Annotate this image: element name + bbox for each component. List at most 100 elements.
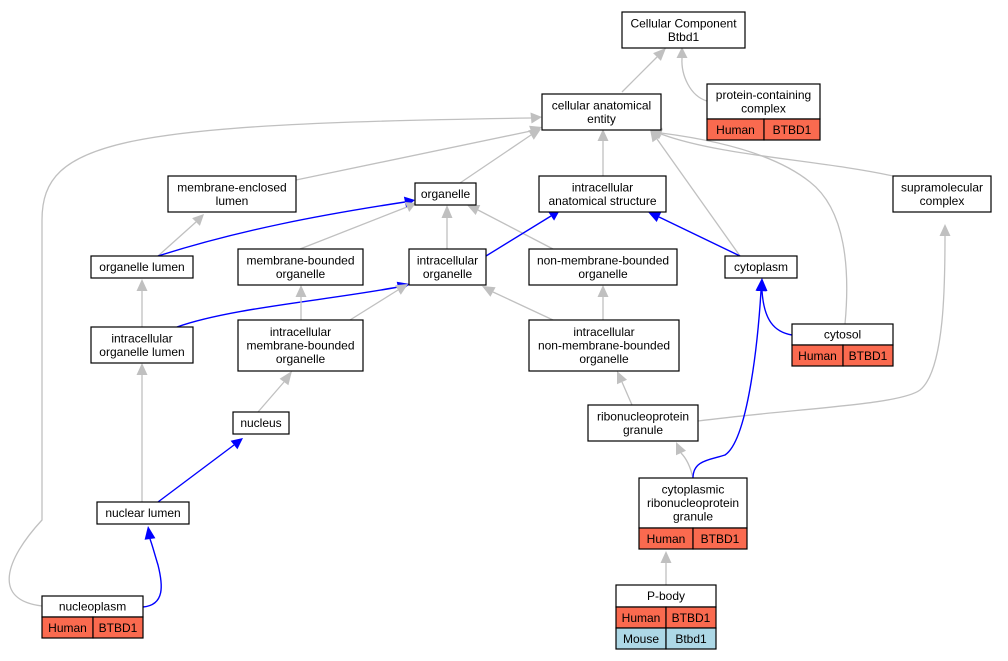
node-label-line: membrane-bounded [246, 339, 354, 353]
node-ol[interactable]: organelle lumen [90, 255, 194, 279]
node-cytoplasm[interactable]: cytoplasm [724, 255, 798, 279]
node-label-line: granule [623, 423, 663, 437]
edge-cae-to-root [621, 56, 658, 93]
arrowhead-nl-to-iol [136, 363, 148, 375]
node-label-line: intracellular [270, 325, 331, 339]
node-crnp[interactable]: cytoplasmicribonucleoproteingranuleHuman… [638, 477, 748, 550]
node-label-line: organelle [276, 352, 326, 366]
node-label-line: organelle [276, 267, 326, 281]
node-label-line: membrane-enclosed [177, 180, 286, 194]
arrowhead-nucleoplasm-to-nl [144, 526, 156, 540]
edge-rnp-to-smc [697, 235, 946, 422]
node-label-line: complex [741, 101, 786, 115]
species-label: Human [716, 123, 755, 137]
node-label-line: membrane-bounded [246, 253, 354, 267]
arrowhead-nucleus-to-imbo [279, 371, 292, 386]
edge-io-to-ias [485, 215, 552, 257]
edge-nl-to-nucleus [157, 444, 235, 503]
arrowheads-layer [136, 47, 951, 563]
edge-organelle-to-cae [459, 134, 532, 184]
edge-ol-to-mel [157, 221, 197, 257]
edge-nucleoplasm-to-cae [8, 117, 532, 607]
edge-nmbo-to-organelle [477, 209, 554, 250]
node-label-line: intracellular [572, 180, 633, 194]
arrowhead-inmbo-to-io [482, 286, 496, 297]
edge-rnp-to-inmbo [621, 381, 633, 406]
node-inmbo[interactable]: intracellularnon-membrane-boundedorganel… [528, 319, 680, 372]
node-box [167, 175, 297, 213]
edge-crnp-to-rnp [680, 452, 694, 479]
node-nucleus[interactable]: nucleus [232, 411, 290, 435]
node-box [541, 93, 662, 131]
node-label-line: Btbd1 [668, 30, 700, 44]
node-label-line: cellular anatomical [552, 98, 651, 112]
edge-cytoplasm-to-ias [658, 216, 741, 257]
edge-ol-to-organelle [157, 201, 406, 257]
node-organelle[interactable]: organelle [414, 182, 477, 206]
node-label-line: organelle lumen [99, 345, 184, 359]
node-label-line: organelle [421, 187, 471, 201]
arrowhead-cae-to-root [653, 48, 666, 61]
node-label-line: P-body [647, 589, 685, 603]
node-nl[interactable]: nuclear lumen [96, 501, 190, 525]
edges-layer [8, 56, 946, 608]
arrowhead-rnp-to-smc [939, 224, 951, 236]
edge-cytosol-to-cytoplasm [761, 290, 793, 336]
node-label-line: complex [920, 194, 965, 208]
node-box [414, 182, 477, 206]
gene-label: BTBD1 [99, 621, 138, 635]
node-label-line: intracellular [417, 253, 478, 267]
arrowhead-crnp-to-cytoplasm [755, 278, 767, 292]
arrowhead-ol-to-mel [192, 214, 204, 226]
arrowhead-organelle-to-cae [528, 129, 541, 140]
node-label-line: protein-containing [716, 88, 811, 102]
node-label-line: supramolecular [901, 180, 983, 194]
node-label-line: intracellular [111, 331, 172, 345]
node-box [232, 411, 290, 435]
gene-cell [842, 344, 894, 367]
node-label-line: nuclear lumen [105, 506, 180, 520]
gene-label: Btbd1 [675, 632, 707, 646]
node-label-line: cytosol [824, 328, 861, 342]
node-box [587, 404, 699, 442]
node-label-line: lumen [216, 194, 249, 208]
edge-cytosol-to-cae [660, 132, 848, 325]
edge-smc-to-cae [660, 133, 894, 177]
edge-cytoplasm-to-cae [656, 138, 741, 257]
node-label-line: intracellular [573, 325, 634, 339]
node-label-line: cytoplasmic [662, 483, 725, 497]
node-label-line: organelle [579, 352, 629, 366]
node-box [706, 83, 821, 120]
gene-label: BTBD1 [849, 349, 888, 363]
node-label-line: organelle [423, 267, 473, 281]
node-box [90, 255, 194, 279]
arrowhead-rnp-to-inmbo [617, 371, 627, 385]
node-label-line: anatomical structure [548, 194, 656, 208]
arrowhead-imbo-to-io [395, 284, 408, 295]
node-label-line: Cellular Component [630, 16, 737, 30]
arrowhead-nl-to-nucleus [230, 438, 243, 450]
edge-nucleoplasm-to-nl [142, 538, 162, 608]
arrowhead-nmbo-to-organelle [467, 205, 481, 215]
gene-label: BTBD1 [701, 532, 740, 546]
edge-crnp-to-cytoplasm [692, 290, 762, 479]
